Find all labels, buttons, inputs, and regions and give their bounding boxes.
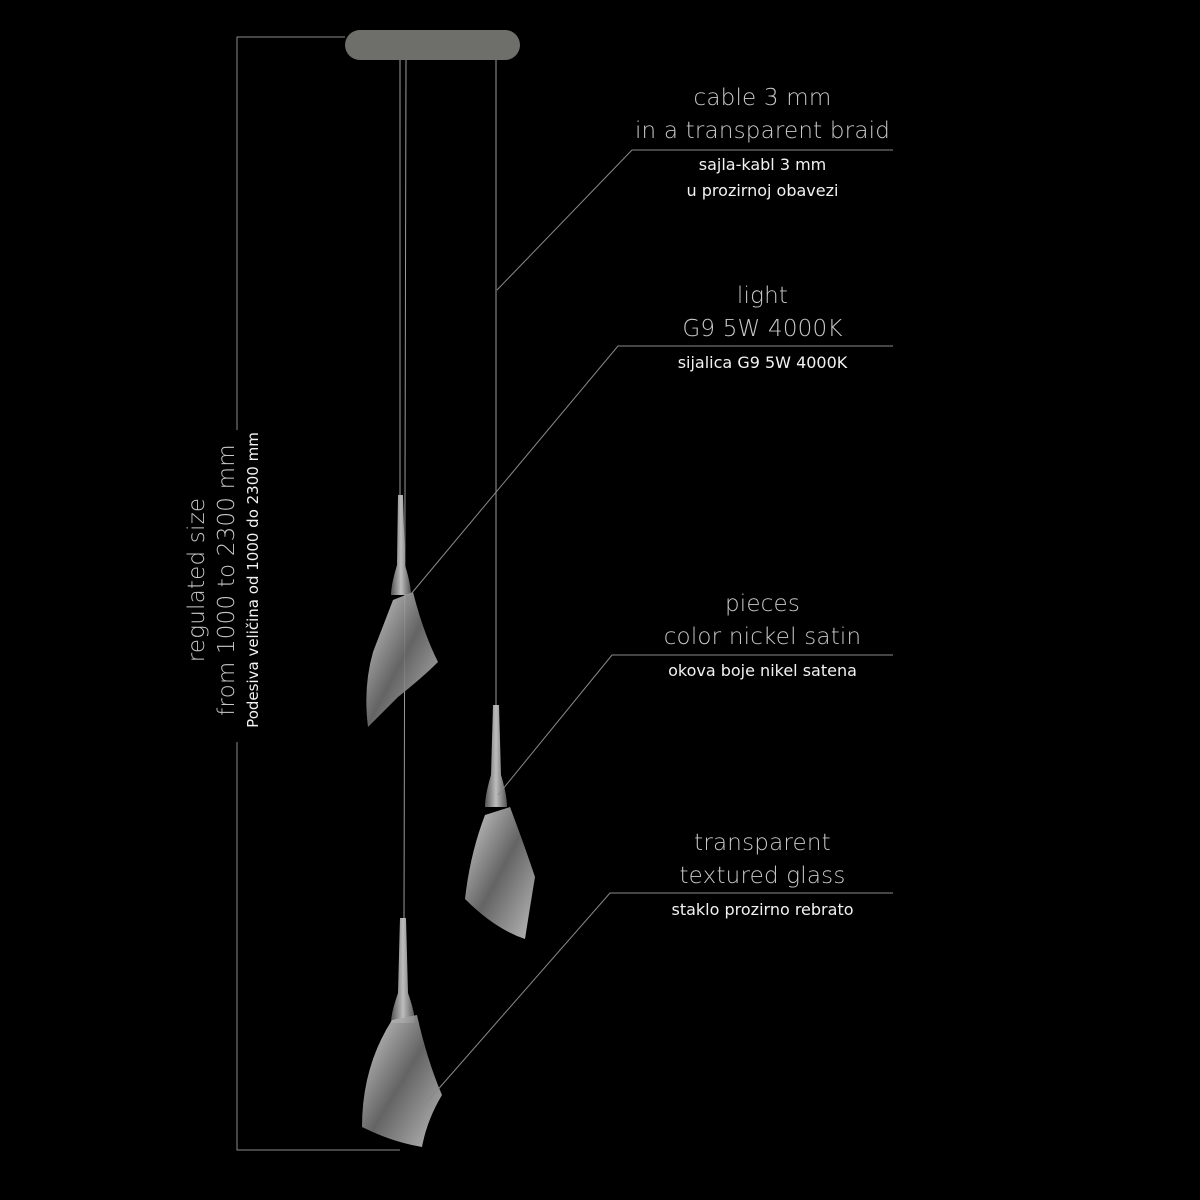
pendant-1 <box>366 495 438 727</box>
label-title: in a transparent braid <box>634 118 891 144</box>
label-subtitle: okova boje nikel satena <box>668 661 857 680</box>
label-subtitle: staklo prozirno rebrato <box>671 900 854 919</box>
label-light: light G9 5W 4000K sijalica G9 5W 4000K <box>630 280 895 376</box>
label-title: transparent <box>694 830 831 856</box>
label-title: G9 5W 4000K <box>682 316 843 342</box>
label-title: textured glass <box>679 863 846 889</box>
leader-glass <box>419 892 893 1111</box>
cable-3 <box>403 59 407 919</box>
ceiling-canopy <box>345 30 520 60</box>
leader-lines <box>405 149 893 1111</box>
label-pieces: pieces color nickel satin okova boje nik… <box>630 588 895 684</box>
label-title: cable 3 mm <box>693 85 832 111</box>
leader-light <box>405 345 893 601</box>
label-subtitle: u prozirnoj obavezi <box>686 181 839 200</box>
label-glass: transparent textured glass staklo prozir… <box>630 827 895 923</box>
label-title: light <box>736 283 789 309</box>
dimension-title: regulated size <box>184 497 210 663</box>
label-subtitle: sijalica G9 5W 4000K <box>677 353 848 372</box>
dimension-line <box>236 36 400 1151</box>
label-cable: cable 3 mm in a transparent braid sajla-… <box>630 82 895 204</box>
label-subtitle: sajla-kabl 3 mm <box>698 155 827 174</box>
leader-pieces <box>497 654 893 796</box>
pendant-3 <box>362 918 442 1147</box>
pendant-2 <box>465 705 535 939</box>
label-title: pieces <box>724 591 801 617</box>
label-title: color nickel satin <box>663 624 862 650</box>
dimension-label: regulated size from 1000 to 2300 mm Pode… <box>182 420 264 740</box>
dimension-subtitle: Podesiva veličina od 1000 do 2300 mm <box>244 432 262 728</box>
leader-cable <box>496 149 893 291</box>
dimension-title: from 1000 to 2300 mm <box>214 444 240 716</box>
